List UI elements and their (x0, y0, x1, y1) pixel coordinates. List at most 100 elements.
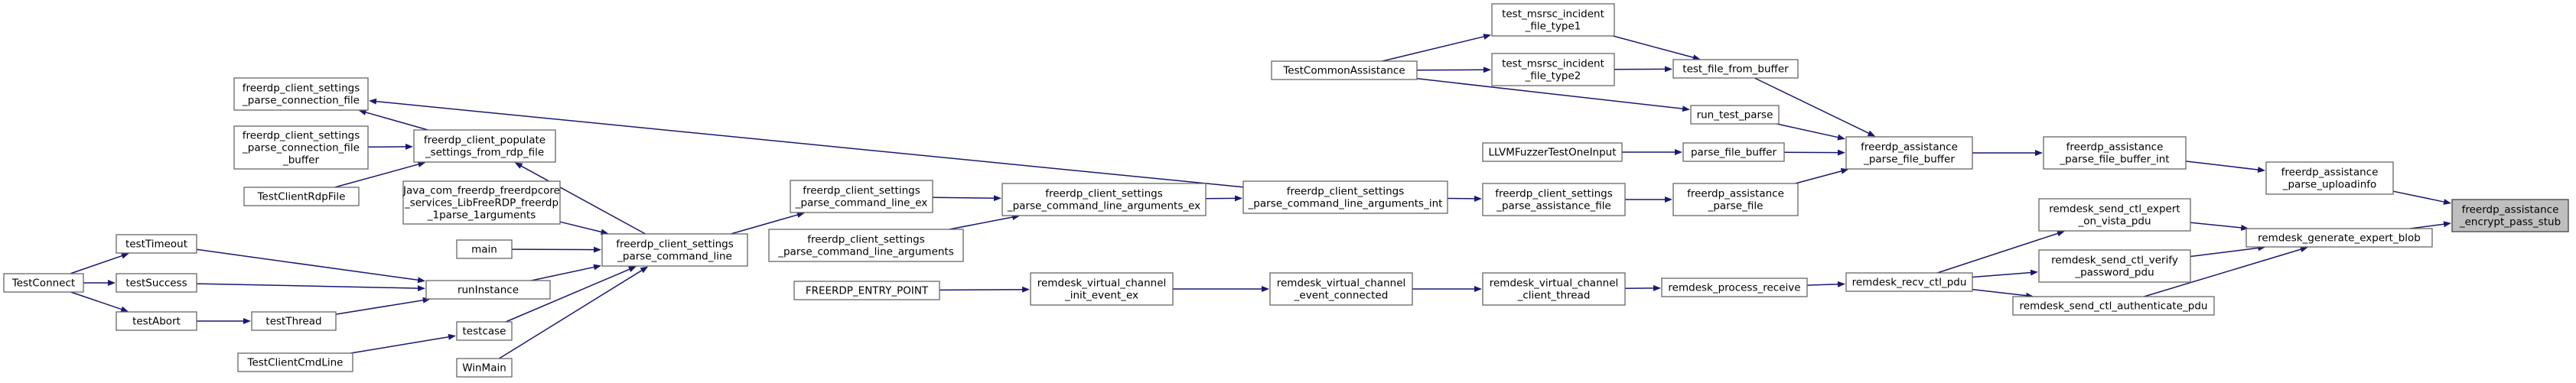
node-box[interactable] (2451, 199, 2569, 232)
node-freerdp-client-settings-parse-command-line-arguments-int[interactable]: freerdp_client_settings_parse_command_li… (1242, 180, 1448, 214)
node-testthread[interactable]: testThread (251, 311, 337, 331)
node-testconnect[interactable]: TestConnect (3, 273, 84, 293)
node-box[interactable] (1661, 278, 1808, 297)
node-box[interactable] (1672, 183, 1799, 216)
node-freerdp-client-settings-parse-command-line-ex[interactable]: freerdp_client_settings_parse_command_li… (790, 180, 933, 213)
node-remdesk-send-ctl-authenticate-pdu[interactable]: remdesk_send_ctl_authenticate_pdu (2012, 296, 2215, 316)
node-label-line: freerdp_client_populate (424, 135, 545, 147)
node-box[interactable] (1030, 272, 1174, 306)
node-box[interactable] (2043, 136, 2187, 170)
node-remdesk-send-ctl-expert-on-vista-pdu[interactable]: remdesk_send_ctl_expert_on_vista_pdu (2038, 198, 2191, 232)
node-freerdp-assistance-encrypt-pass-stub[interactable]: freerdp_assistance_encrypt_pass_stub (2451, 199, 2569, 232)
node-test-file-from-buffer[interactable]: test_file_from_buffer (1672, 59, 1799, 79)
node-box[interactable] (237, 352, 353, 372)
node-box[interactable] (1845, 272, 1973, 292)
node-box[interactable] (233, 125, 369, 170)
node-box[interactable] (1672, 59, 1799, 79)
node-label-line: remdesk_virtual_channel (1277, 278, 1406, 290)
node-runinstance[interactable]: runInstance (425, 280, 551, 300)
node-remdesk-virtual-channel-client-thread[interactable]: remdesk_virtual_channel_client_thread (1482, 272, 1626, 306)
edge-parse-cmdline-args-to-parse-cmdline-args-ex (949, 214, 1021, 230)
node-box[interactable] (1482, 183, 1626, 216)
node-freerdp-entry-point[interactable]: FREERDP_ENTRY_POINT (793, 281, 940, 300)
node-box[interactable] (233, 77, 369, 111)
node-box[interactable] (456, 239, 513, 259)
node-box[interactable] (793, 281, 940, 300)
node-box[interactable] (425, 280, 551, 300)
node-label-line: _parse_file_buffer_int (2059, 154, 2169, 166)
node-freerdp-client-populate-settings-from-rdp-file[interactable]: freerdp_client_populate_settings_from_rd… (413, 129, 556, 163)
node-box[interactable] (1482, 272, 1626, 306)
node-freerdp-client-settings-parse-assistance-file[interactable]: freerdp_client_settings_parse_assistance… (1482, 183, 1626, 216)
node-box[interactable] (456, 321, 513, 341)
node-testclientrdpfile[interactable]: TestClientRdpFile (243, 187, 360, 206)
node-label-line: freerdp_assistance (1687, 188, 1784, 200)
node-testabort[interactable]: testAbort (116, 311, 197, 331)
node-label-line: _password_pdu (2074, 267, 2154, 279)
node-freerdp-client-settings-parse-command-line-arguments-ex[interactable]: freerdp_client_settings_parse_command_li… (1001, 183, 1207, 216)
node-box[interactable] (1690, 105, 1780, 125)
node-label-line: testcase (463, 326, 506, 338)
node-test-msrsc-incident-file-type2[interactable]: test_msrsc_incident_file_type2 (1491, 53, 1615, 86)
node-freerdp-assistance-parse-file[interactable]: freerdp_assistance_parse_file (1672, 183, 1799, 216)
node-box[interactable] (2245, 228, 2433, 248)
node-box[interactable] (1682, 142, 1785, 162)
node-run-test-parse[interactable]: run_test_parse (1690, 105, 1780, 125)
node-label-line: Java_com_freerdp_freerdpcore (402, 185, 560, 197)
node-main[interactable]: main (456, 239, 513, 259)
node-box[interactable] (1491, 53, 1615, 86)
node-remdesk-virtual-channel-event-connected[interactable]: remdesk_virtual_channel_event_connected (1269, 272, 1413, 306)
node-freerdp-assistance-parse-file-buffer-int[interactable]: freerdp_assistance_parse_file_buffer_int (2043, 136, 2187, 170)
node-testtimeout[interactable]: testTimeout (116, 234, 197, 254)
node-testclientcmdline[interactable]: TestClientCmdLine (237, 352, 353, 372)
node-winmain[interactable]: WinMain (456, 358, 513, 378)
node-box[interactable] (116, 311, 197, 331)
node-box[interactable] (2038, 249, 2191, 283)
node-label-line: FREERDP_ENTRY_POINT (806, 285, 929, 297)
node-box[interactable] (1242, 180, 1448, 214)
node-box[interactable] (116, 234, 197, 254)
node-box[interactable] (402, 180, 561, 225)
node-remdesk-generate-expert-blob[interactable]: remdesk_generate_expert_blob (2245, 228, 2433, 248)
node-testcommonassistance[interactable]: TestCommonAssistance (1271, 60, 1418, 80)
nodes-layer: freerdp_assistance_encrypt_pass_stubremd… (3, 3, 2569, 378)
node-box[interactable] (2265, 161, 2394, 195)
node-box[interactable] (601, 233, 748, 267)
node-box[interactable] (456, 358, 513, 378)
node-box[interactable] (768, 229, 964, 262)
node-test-msrsc-incident-file-type1[interactable]: test_msrsc_incident_file_type1 (1491, 3, 1615, 37)
node-box[interactable] (1491, 3, 1615, 37)
node-remdesk-recv-ctl-pdu[interactable]: remdesk_recv_ctl_pdu (1845, 272, 1973, 292)
node-freerdp-assistance-parse-file-buffer[interactable]: freerdp_assistance_parse_file_buffer (1845, 136, 1973, 170)
node-remdesk-send-ctl-verify-password-pdu[interactable]: remdesk_send_ctl_verify_password_pdu (2038, 249, 2191, 283)
node-box[interactable] (1845, 136, 1973, 170)
node-box[interactable] (251, 311, 337, 331)
node-box[interactable] (2012, 296, 2215, 316)
node-box[interactable] (3, 273, 84, 293)
node-freerdp-assistance-parse-uploadinfo[interactable]: freerdp_assistance_parse_uploadinfo (2265, 161, 2394, 195)
node-box[interactable] (790, 180, 933, 213)
node-box[interactable] (1482, 142, 1623, 162)
node-box[interactable] (413, 129, 556, 163)
node-freerdp-client-settings-parse-connection-file[interactable]: freerdp_client_settings_parse_connection… (233, 77, 369, 111)
node-box[interactable] (2038, 198, 2191, 232)
node-freerdp-client-settings-parse-connection-file-buffer[interactable]: freerdp_client_settings_parse_connection… (233, 125, 369, 170)
node-remdesk-process-receive[interactable]: remdesk_process_receive (1661, 278, 1808, 297)
node-testcase[interactable]: testcase (456, 321, 513, 341)
node-box[interactable] (1271, 60, 1418, 80)
node-label-line: freerdp_client_settings (616, 239, 733, 251)
node-freerdp-client-settings-parse-command-line-arguments[interactable]: freerdp_client_settings_parse_command_li… (768, 229, 964, 262)
edge-parse-uploadinfo-to-root (2392, 190, 2452, 205)
node-java-com-freerdp-freerdpcore-services-libfreerdp-freerdp-1parse-1arguments[interactable]: Java_com_freerdp_freerdpcore_services_Li… (402, 180, 561, 225)
node-box[interactable] (116, 273, 197, 293)
node-box[interactable] (1001, 183, 1207, 216)
node-box[interactable] (243, 187, 360, 206)
node-label-line: _client_thread (1517, 290, 1591, 302)
node-freerdp-client-settings-parse-command-line[interactable]: freerdp_client_settings_parse_command_li… (601, 233, 748, 267)
node-box[interactable] (1269, 272, 1413, 306)
node-parse-file-buffer[interactable]: parse_file_buffer (1682, 142, 1785, 162)
node-testsuccess[interactable]: testSuccess (116, 273, 197, 293)
node-llvmfuzzertestoneinput[interactable]: LLVMFuzzerTestOneInput (1482, 142, 1623, 162)
node-label-line: main (471, 244, 497, 256)
node-remdesk-virtual-channel-init-event-ex[interactable]: remdesk_virtual_channel_init_event_ex (1030, 272, 1174, 306)
